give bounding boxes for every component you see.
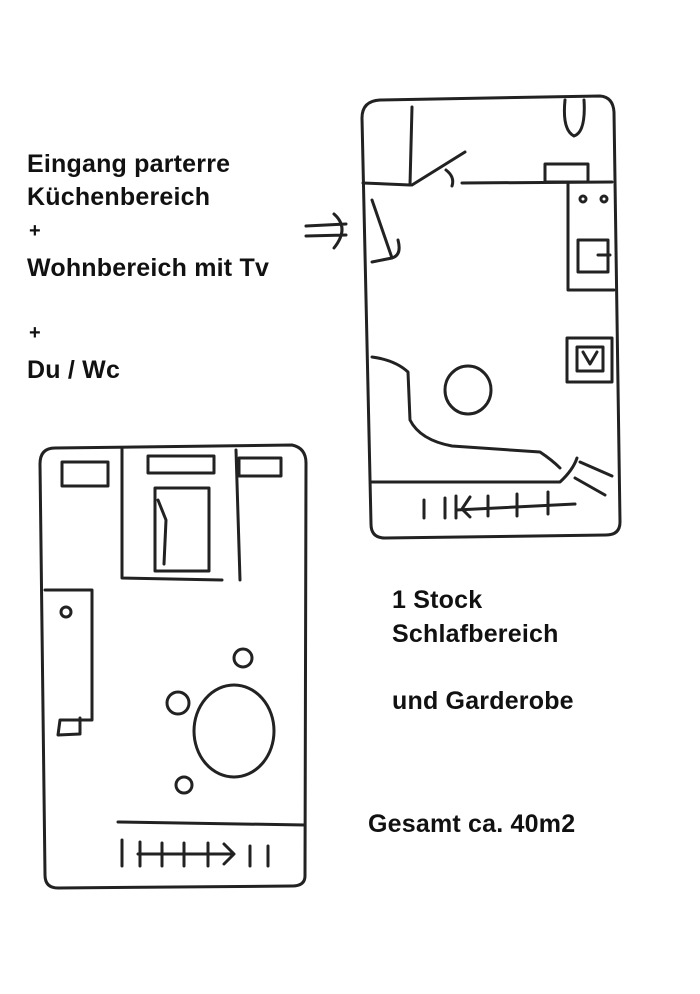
curved-partition	[370, 355, 562, 470]
tv-inner	[575, 345, 605, 373]
ground-floor-kitchen: Küchenbereich	[27, 183, 211, 211]
stove-burner-2	[599, 194, 609, 204]
upper-floor-sleeping: Schlafbereich	[392, 620, 559, 648]
sink-icon	[543, 162, 590, 184]
stool-2	[165, 690, 191, 716]
toilet-icon	[562, 98, 586, 138]
stairs-upper	[116, 820, 307, 868]
cabinet-right	[237, 456, 283, 478]
tv-outer	[565, 336, 614, 384]
wardrobe	[43, 588, 94, 737]
ground-floor-bath: Du / Wc	[27, 356, 121, 384]
upper-floor-wardrobe: und Garderobe	[392, 687, 574, 715]
upper-floor-plan	[38, 443, 308, 890]
round-table	[443, 364, 493, 416]
stool-3	[174, 775, 194, 795]
ground-floor-outer-wall	[360, 94, 622, 540]
cabinet-middle	[146, 454, 216, 475]
ground-floor-plan	[304, 94, 622, 540]
wardrobe-knob	[59, 605, 73, 619]
stool-1	[232, 647, 254, 669]
ground-floor-title: Eingang parterre	[27, 150, 231, 178]
upper-floor-outer-wall	[38, 443, 308, 890]
stove-burner-1	[578, 194, 588, 204]
entry-door	[370, 198, 394, 264]
upper-floor-title: 1 Stock	[392, 586, 483, 614]
ground-floor-bath-door	[410, 150, 467, 187]
coffee-table	[192, 683, 276, 779]
bed-icon	[153, 486, 211, 573]
bed-alcove	[120, 446, 242, 582]
cabinet-left	[60, 460, 110, 488]
entry-arrow-icon	[304, 212, 348, 250]
ground-floor-living: Wohnbereich mit Tv	[27, 254, 270, 282]
stairs-ground	[422, 490, 577, 520]
ground-floor-bath-wall	[361, 105, 414, 187]
total-area: Gesamt ca. 40m2	[368, 810, 576, 838]
ground-floor-door-arc	[444, 168, 455, 188]
ground-floor-plus-2: +	[29, 322, 41, 344]
ground-floor-kitchen-wall	[460, 180, 614, 185]
bed-pillow	[156, 498, 168, 566]
ground-floor-plus-1: +	[29, 220, 41, 242]
kitchen-counter	[566, 181, 616, 292]
